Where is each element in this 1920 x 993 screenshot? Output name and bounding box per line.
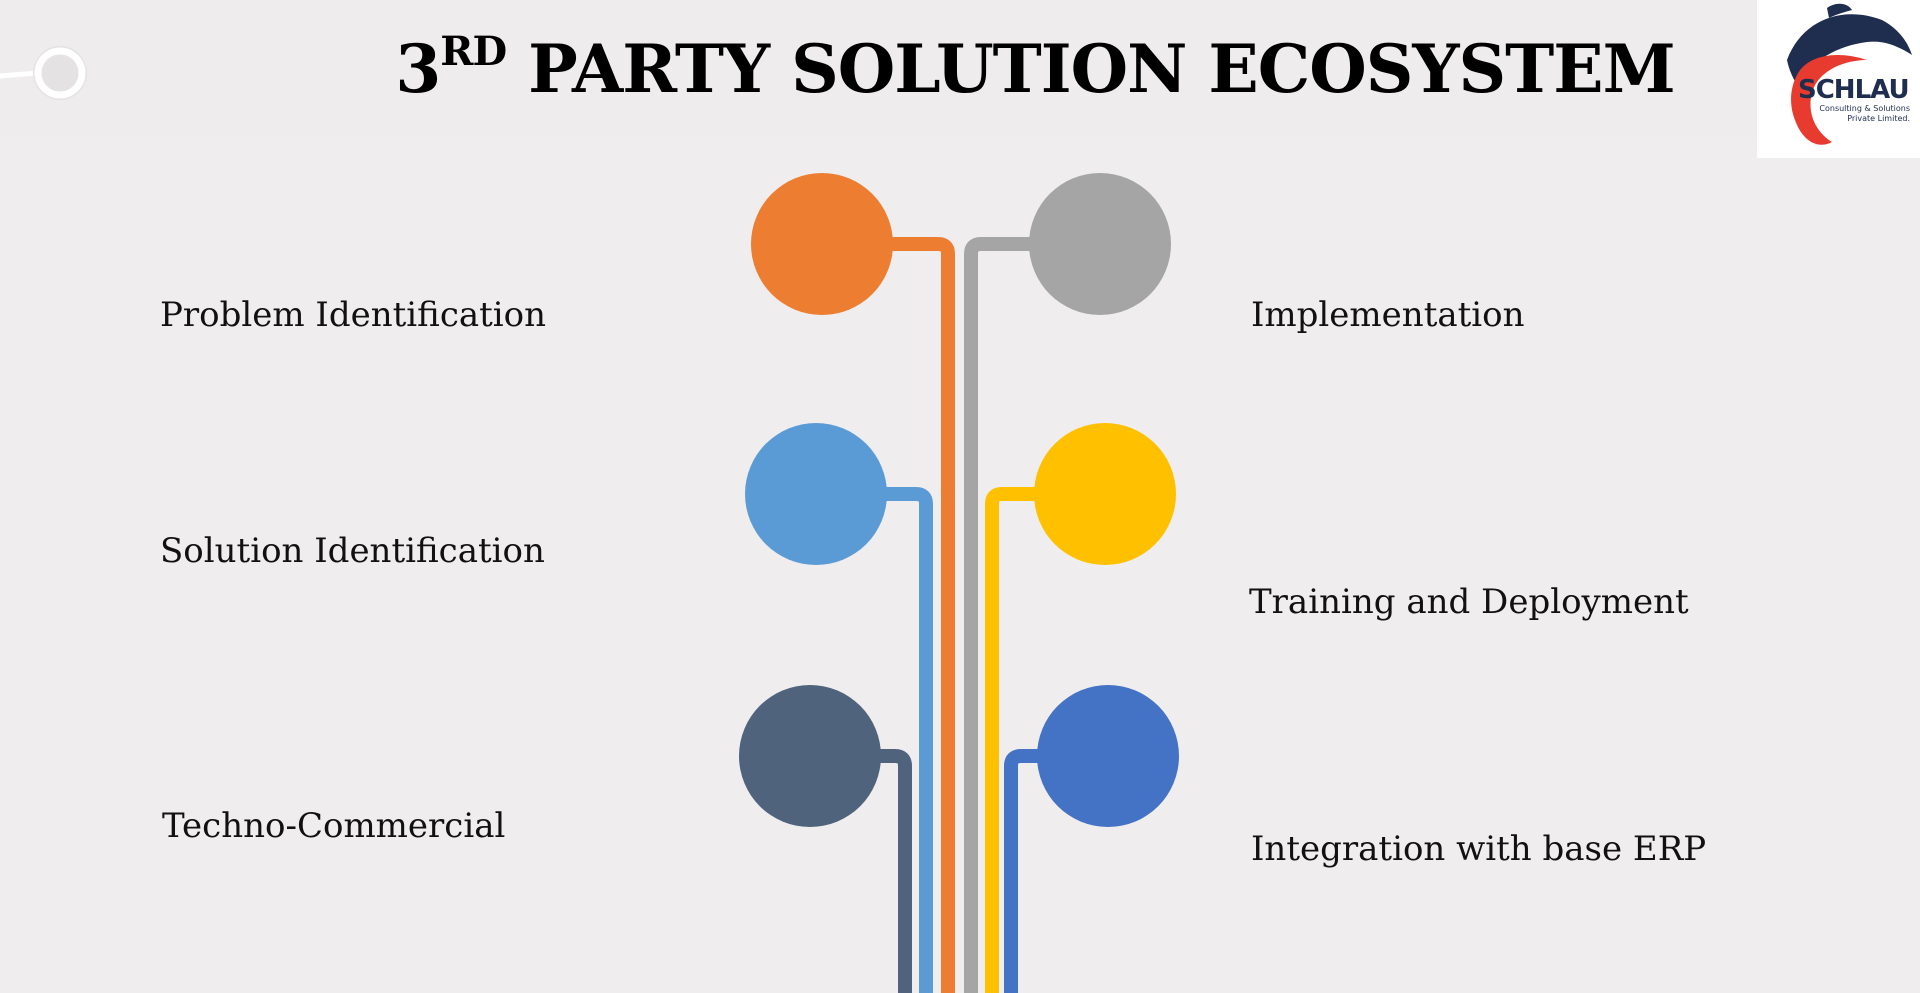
connector-techno-commercial xyxy=(810,749,912,993)
step-label-integration-with-base-erp: Integration with base ERP xyxy=(1251,829,1707,869)
connector-training-and-deployment xyxy=(985,487,1105,993)
connector-implementation xyxy=(964,237,1100,993)
connector-solution-identification xyxy=(816,487,933,993)
connector-integration-with-base-erp xyxy=(1004,749,1108,993)
logo-name: SCHLAU xyxy=(1798,75,1910,105)
node-training-and-deployment xyxy=(1034,423,1176,565)
page-title: 3RD PARTY SOLUTION ECOSYSTEM xyxy=(395,28,1675,108)
node-techno-commercial xyxy=(739,685,881,827)
step-label-training-and-deployment: Training and Deployment xyxy=(1249,582,1689,622)
logo-tagline: Consulting & Solutions Private Limited. xyxy=(1819,104,1910,123)
node-solution-identification xyxy=(745,423,887,565)
node-integration-with-base-erp xyxy=(1037,685,1179,827)
header-band xyxy=(0,0,1920,143)
step-label-implementation: Implementation xyxy=(1251,295,1525,335)
connector-problem-identification xyxy=(822,237,955,993)
node-problem-identification xyxy=(751,173,893,315)
step-label-solution-identification: Solution Identification xyxy=(160,531,545,571)
dolphin-logo-icon xyxy=(1787,3,1912,145)
pin-icon xyxy=(0,46,87,100)
node-implementation xyxy=(1029,173,1171,315)
step-label-techno-commercial: Techno-Commercial xyxy=(162,806,506,846)
company-logo: Consulting & Solutions Private Limited. xyxy=(1757,0,1920,158)
step-label-problem-identification: Problem Identification xyxy=(160,295,547,335)
